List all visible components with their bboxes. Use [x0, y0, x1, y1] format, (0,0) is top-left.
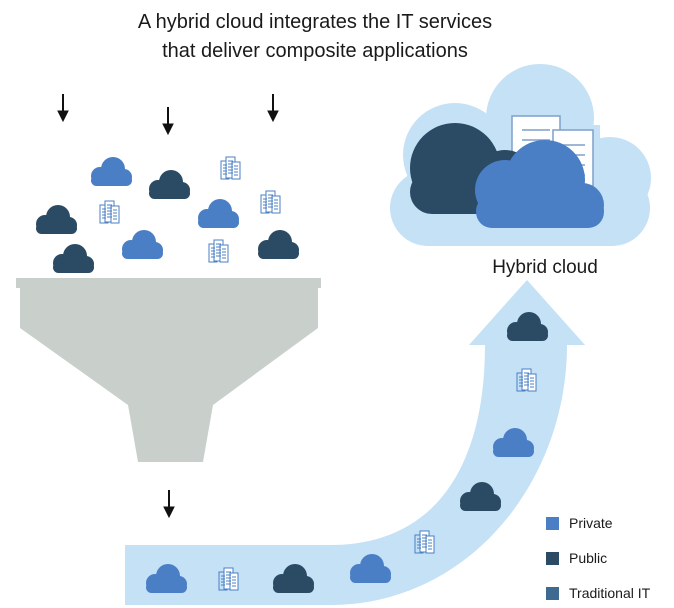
input-arrow-icon-1 — [57, 93, 69, 122]
funnel — [16, 278, 321, 462]
output-arrow-icon — [163, 489, 175, 518]
diagram-title: A hybrid cloud integrates the IT service… — [0, 8, 630, 66]
server-rack-icon — [208, 239, 229, 263]
legend-item-public: Public — [546, 549, 650, 567]
title-line-2: that deliver composite applications — [162, 40, 468, 62]
legend-swatch-public — [546, 551, 559, 565]
server-rack-icon — [260, 190, 281, 214]
legend-swatch-traditional-it — [546, 586, 559, 600]
public-cloud-icon — [53, 244, 94, 273]
hybrid-cloud-label: Hybrid cloud — [492, 257, 598, 278]
public-cloud-icon — [149, 170, 190, 199]
public-cloud-icon — [258, 230, 299, 259]
incoming-services — [36, 156, 299, 273]
legend: Private Public Traditional IT — [546, 514, 650, 602]
legend-swatch-private — [546, 516, 559, 530]
private-cloud-icon — [198, 199, 239, 228]
title-line-1: A hybrid cloud integrates the IT service… — [137, 11, 493, 33]
private-cloud-icon — [122, 230, 163, 259]
input-arrow-icon-3 — [267, 93, 279, 122]
legend-label-traditional-it: Traditional IT — [569, 585, 651, 601]
flow-arrow — [125, 280, 585, 605]
legend-label-public: Public — [569, 550, 608, 566]
private-cloud-icon — [91, 157, 132, 186]
legend-item-traditional-it: Traditional IT — [546, 584, 650, 602]
legend-item-private: Private — [546, 514, 650, 532]
input-arrow-icon-2 — [162, 106, 174, 135]
hybrid-private-cloud-icon — [475, 140, 604, 228]
hybrid-cloud-graphic — [390, 64, 651, 246]
legend-label-private: Private — [569, 515, 613, 531]
public-cloud-icon — [36, 205, 77, 234]
server-rack-icon — [220, 156, 241, 180]
server-rack-icon — [99, 200, 120, 224]
